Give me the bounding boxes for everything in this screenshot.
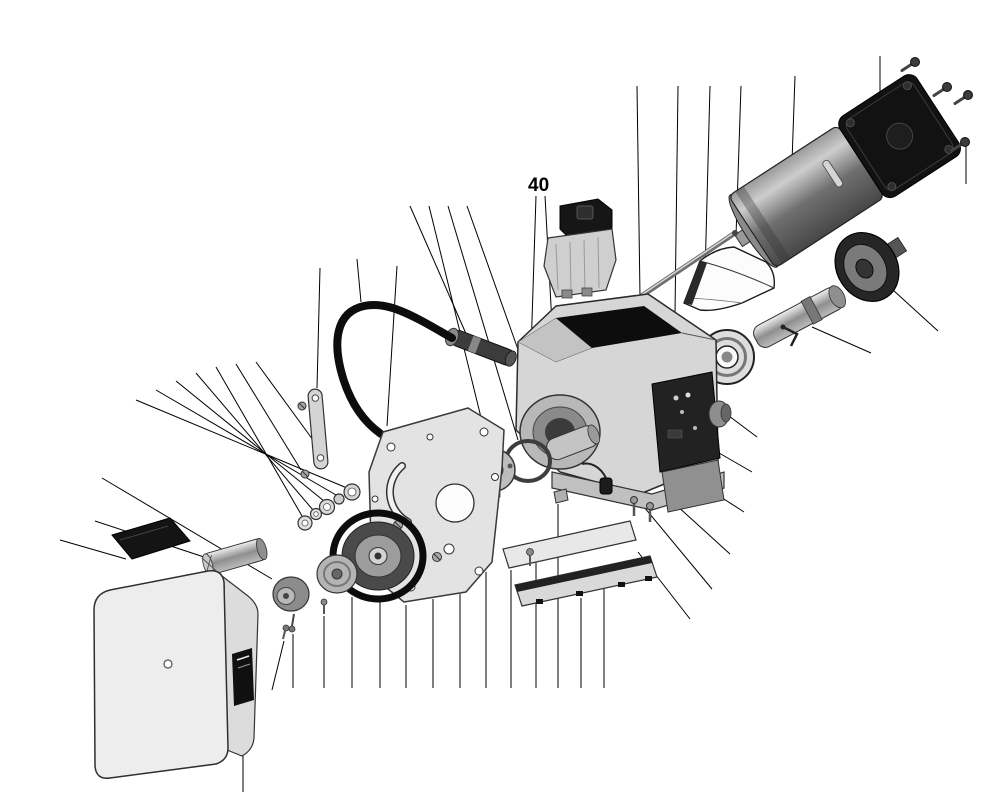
housing-screws: [630, 496, 654, 522]
cover-hole: [163, 659, 173, 669]
ignition-cable: [333, 300, 456, 438]
housing-top-panel: [556, 306, 682, 348]
electric-motor: [728, 74, 961, 268]
photocell: [581, 462, 613, 495]
cable-conduit: [450, 330, 517, 367]
baffle-plate: [502, 520, 658, 607]
motor-screws: [900, 57, 973, 152]
link-bracket: [307, 388, 329, 470]
burner-cover: [93, 569, 259, 779]
motor-coupling: [834, 232, 908, 302]
bracket-screws: [297, 401, 310, 479]
cover-gasket: [111, 517, 191, 560]
motor-end-cap: [838, 74, 961, 199]
ignition-transformer: [661, 459, 725, 513]
capacitor: [201, 537, 268, 576]
burner-housing: [515, 293, 732, 522]
callout-label-40: 40: [528, 175, 549, 196]
pump-shaft: [753, 285, 846, 348]
brand-label: [232, 648, 254, 706]
control-box: [651, 371, 721, 473]
washers: [297, 483, 361, 531]
air-scoop: [683, 246, 776, 312]
switch-block: [543, 198, 617, 299]
drive-pulley: [316, 554, 358, 594]
coupling-half: [272, 576, 310, 633]
shaft-pin: [780, 324, 799, 347]
small-screws: [282, 598, 328, 640]
adjustment-knob: [708, 400, 732, 428]
mount-bracket: [553, 488, 569, 504]
